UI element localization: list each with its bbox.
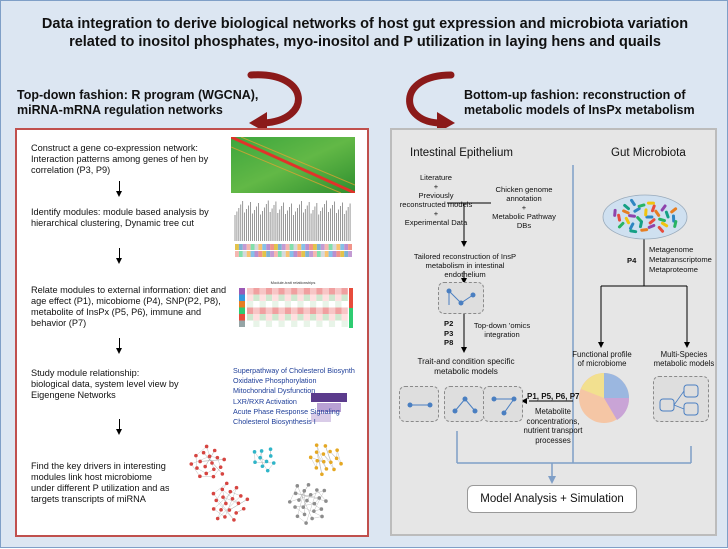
functional-profile-label: Functional profile of microbiome xyxy=(567,350,637,368)
multispecies-line-1: Multi-Species xyxy=(647,350,721,359)
chicken-genome-inputs: Chicken genome annotation + Metabolic Pa… xyxy=(488,185,560,230)
metabolite-line-3: nutrient transport xyxy=(516,426,590,436)
omics-line-1: Top-down 'omics xyxy=(467,321,537,330)
p3-label: P3 xyxy=(444,329,453,339)
literature-line-2: + xyxy=(397,182,475,191)
chicken-line-3: + xyxy=(488,203,560,212)
microbiome-pie-icon xyxy=(577,369,631,427)
metatranscriptome-label: Metatranscriptome xyxy=(649,255,712,265)
initial-model-network-icon xyxy=(439,283,485,315)
p4-label: P4 xyxy=(627,256,636,265)
metagenome-label: Metagenome xyxy=(649,245,712,255)
meta-omics-labels: Metagenome Metatranscriptome Metaproteom… xyxy=(649,245,712,275)
tailored-reconstruction: Tailored reconstruction of InsP metaboli… xyxy=(405,252,525,279)
specific-model-2-icon xyxy=(445,387,485,423)
chicken-line-1: Chicken genome xyxy=(488,185,560,194)
p2-label: P2 xyxy=(444,319,453,329)
specific-model-box-1 xyxy=(399,386,439,422)
trait-line-1: Trait-and condition specific xyxy=(405,357,527,367)
multispecies-label: Multi-Species metabolic models xyxy=(647,350,721,368)
p8-label: P8 xyxy=(444,338,453,348)
specific-model-1-icon xyxy=(400,387,440,423)
multispecies-model-box xyxy=(653,376,709,422)
specific-model-box-2 xyxy=(444,386,484,422)
functional-line-1: Functional profile xyxy=(567,350,637,359)
omics-line-2: integration xyxy=(467,330,537,339)
literature-inputs: Literature + Previously reconstructed mo… xyxy=(397,173,475,227)
topdown-omics-label: Top-down 'omics integration xyxy=(467,321,537,339)
trait-line-2: metabolic models xyxy=(405,367,527,377)
literature-line-1: Literature xyxy=(397,173,475,182)
initial-model-box xyxy=(438,282,484,314)
chicken-line-5: DBs xyxy=(488,221,560,230)
literature-line-4: reconstructed models xyxy=(397,200,475,209)
multispecies-model-icon xyxy=(654,377,710,423)
literature-line-5: + xyxy=(397,209,475,218)
tailored-line-1: Tailored reconstruction of InsP xyxy=(405,252,525,261)
tailored-line-2: metabolism in intestinal endothelium xyxy=(405,261,525,279)
literature-line-3: Previously xyxy=(397,191,475,200)
p-labels-left: P2 P3 P8 xyxy=(444,319,453,348)
chicken-line-2: annotation xyxy=(488,194,560,203)
metaproteome-label: Metaproteome xyxy=(649,265,712,275)
multispecies-line-2: metabolic models xyxy=(647,359,721,368)
trait-condition-models: Trait-and condition specific metabolic m… xyxy=(405,357,527,377)
chicken-line-4: Metabolic Pathway xyxy=(488,212,560,221)
p1-p5-p6-p7-label: P1, P5, P6, P7 xyxy=(527,392,579,401)
functional-line-2: of microbiome xyxy=(567,359,637,368)
literature-line-6: Experimental Data xyxy=(397,218,475,227)
metabolite-line-4: processes xyxy=(516,436,590,446)
gut-microbiota-bacteria-image xyxy=(602,194,688,240)
model-analysis-simulation-box: Model Analysis + Simulation xyxy=(467,485,637,513)
